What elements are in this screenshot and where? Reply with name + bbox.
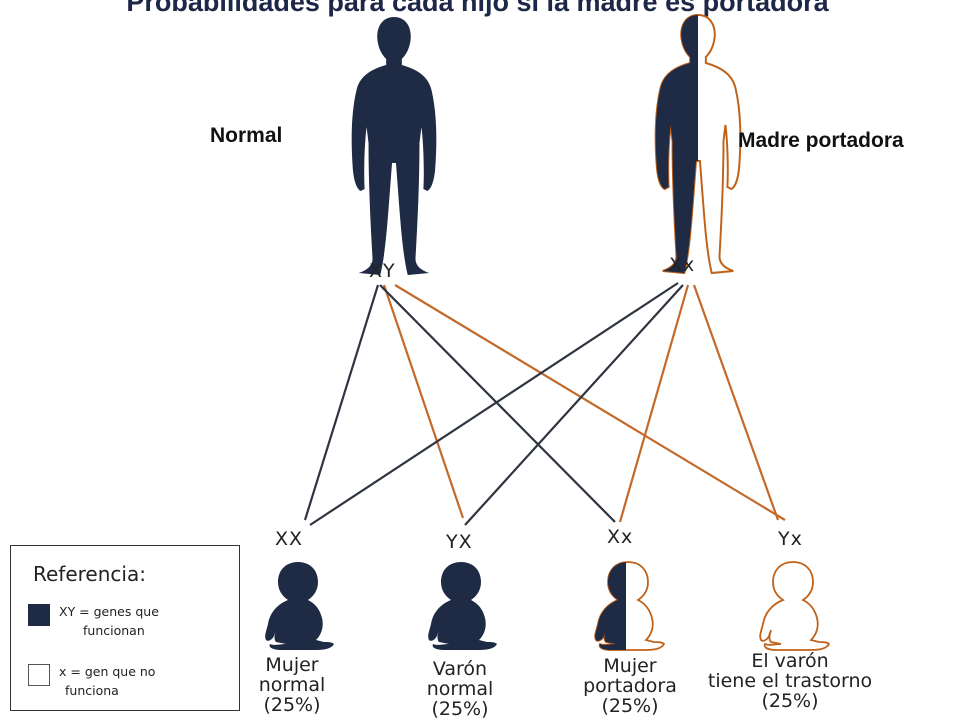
legend-item-1-line2: funcionan	[83, 623, 145, 638]
child-2-genotype: YX	[446, 531, 473, 553]
line-father-to-yx-affected	[394, 284, 786, 521]
legend-item-2: x = gen que no funciona	[59, 662, 155, 700]
mother-label: Madre portadora	[738, 129, 904, 152]
legend-title: Referencia:	[33, 562, 146, 586]
child-4-label: El varón tiene el trastorno (25%)	[690, 651, 890, 711]
child-1-label: Mujer normal (25%)	[230, 655, 354, 715]
mother-genotype: Xx	[669, 254, 696, 276]
child-4-genotype: Yx	[778, 528, 803, 550]
legend-item-2-line1: x = gen que no	[59, 664, 156, 679]
legend-swatch-empty	[28, 664, 50, 686]
legend-swatch-filled	[28, 604, 50, 626]
legend-box: Referencia: XY = genes que funcionan x =…	[10, 545, 240, 711]
child-3-silhouette	[594, 561, 665, 651]
child-3-label: Mujer portadora (25%)	[570, 656, 690, 716]
line-mother-to-xx-carrier	[618, 284, 690, 523]
father-silhouette	[351, 17, 437, 275]
child-4-label-line3: (25%)	[761, 690, 819, 712]
line-father-to-yx	[382, 284, 465, 519]
child-3-label-line2: portadora	[583, 675, 677, 697]
child-1-genotype: XX	[275, 528, 304, 550]
child-4-label-line1: El varón	[751, 650, 829, 672]
child-2-label-line3: (25%)	[431, 698, 489, 720]
child-1-silhouette	[265, 562, 334, 650]
line-mother-to-yx-affected	[692, 284, 780, 521]
father-genotype: XY	[369, 260, 396, 282]
child-4-label-line2: tiene el trastorno	[707, 670, 873, 692]
line-mother-to-xx	[309, 282, 679, 526]
legend-item-1-line1: XY = genes que	[59, 604, 159, 619]
father-label: Normal	[210, 124, 283, 147]
legend-item-1: XY = genes que funcionan	[59, 602, 159, 640]
child-2-label-line2: normal	[426, 678, 494, 700]
child-1-label-line1: Mujer	[265, 654, 319, 676]
line-father-to-xx-carrier	[379, 284, 616, 523]
line-mother-to-yx	[464, 284, 684, 526]
child-3-label-line3: (25%)	[601, 695, 659, 717]
child-4-silhouette	[759, 561, 830, 651]
connection-lines	[303, 282, 786, 526]
child-2-label: Varón normal (25%)	[400, 659, 520, 719]
child-2-label-line1: Varón	[432, 658, 488, 680]
legend-item-2-line2: funciona	[65, 683, 119, 698]
mother-silhouette	[654, 14, 742, 274]
child-3-label-line1: Mujer	[603, 655, 657, 677]
child-1-label-line3: (25%)	[263, 694, 321, 716]
child-2-silhouette	[428, 562, 497, 650]
line-father-to-xx	[303, 284, 380, 521]
diagram-title: Probabilidades para cada hijo si la madr…	[126, 0, 829, 17]
child-1-label-line2: normal	[258, 674, 326, 696]
child-3-genotype: Xx	[607, 526, 634, 548]
